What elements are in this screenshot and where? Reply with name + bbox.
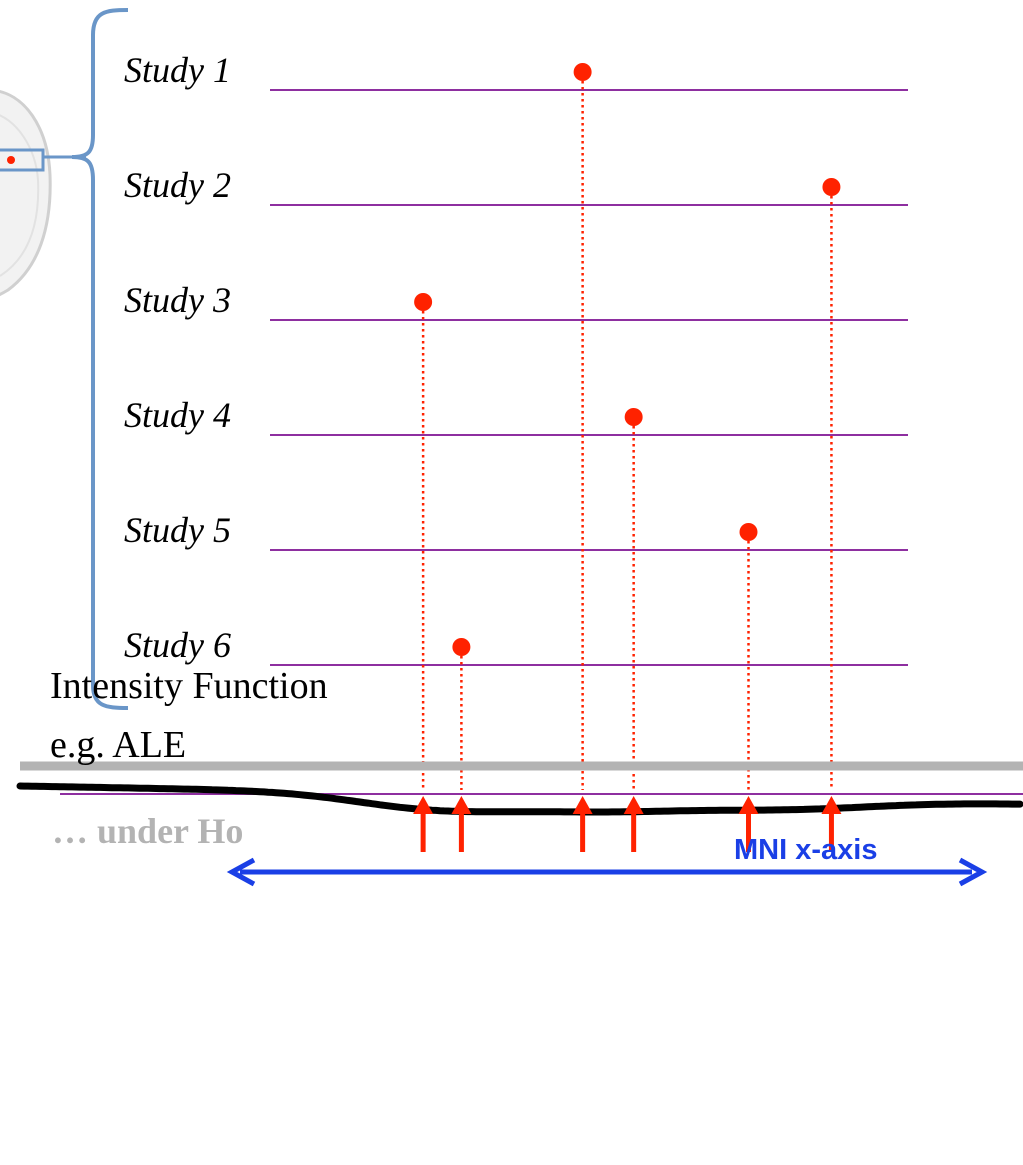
study-row: Study 2	[124, 165, 908, 206]
study-label: Study 5	[124, 510, 231, 550]
intensity-label-line2: e.g. ALE	[50, 724, 186, 766]
intensity-curve-line	[16, 782, 1023, 816]
focus-arrow-icon	[623, 796, 644, 852]
intensity-label-line1: Intensity Function	[50, 665, 328, 707]
focus-point	[624, 408, 643, 426]
study-row: Study 3	[124, 280, 908, 321]
studies-bracket	[71, 8, 129, 710]
focus-point	[414, 293, 433, 311]
focus-arrow-icon	[413, 796, 434, 852]
brain-thumbnail	[0, 90, 86, 297]
study-row: Study 5	[124, 510, 908, 551]
focus-arrow-icon	[572, 796, 593, 852]
focus-arrow-icon	[451, 796, 472, 852]
study-label: Study 1	[124, 50, 231, 90]
axis-left-arrow-icon	[226, 857, 256, 887]
study-row: Study 1	[124, 50, 908, 91]
focus-point	[452, 638, 471, 656]
study-row: Study 4	[124, 395, 908, 436]
study-row: Study 6	[124, 625, 908, 666]
study-label: Study 2	[124, 165, 231, 205]
study-label: Study 6	[124, 625, 231, 665]
roi-focus-icon	[7, 156, 15, 164]
axis-right-arrow-icon	[958, 857, 988, 887]
mni-axis: MNI x-axis	[226, 834, 988, 887]
study-label: Study 4	[124, 395, 231, 435]
focus-point	[739, 523, 758, 541]
focus-arrow-icon	[738, 796, 759, 852]
focus-point	[822, 178, 841, 196]
focus-point	[573, 63, 592, 81]
focus-arrow-icon	[821, 796, 842, 852]
mni-axis-label: MNI x-axis	[734, 834, 877, 866]
null-hypothesis-label: … under Ho	[52, 811, 243, 851]
study-label: Study 3	[124, 280, 231, 320]
roi-box	[0, 148, 45, 172]
